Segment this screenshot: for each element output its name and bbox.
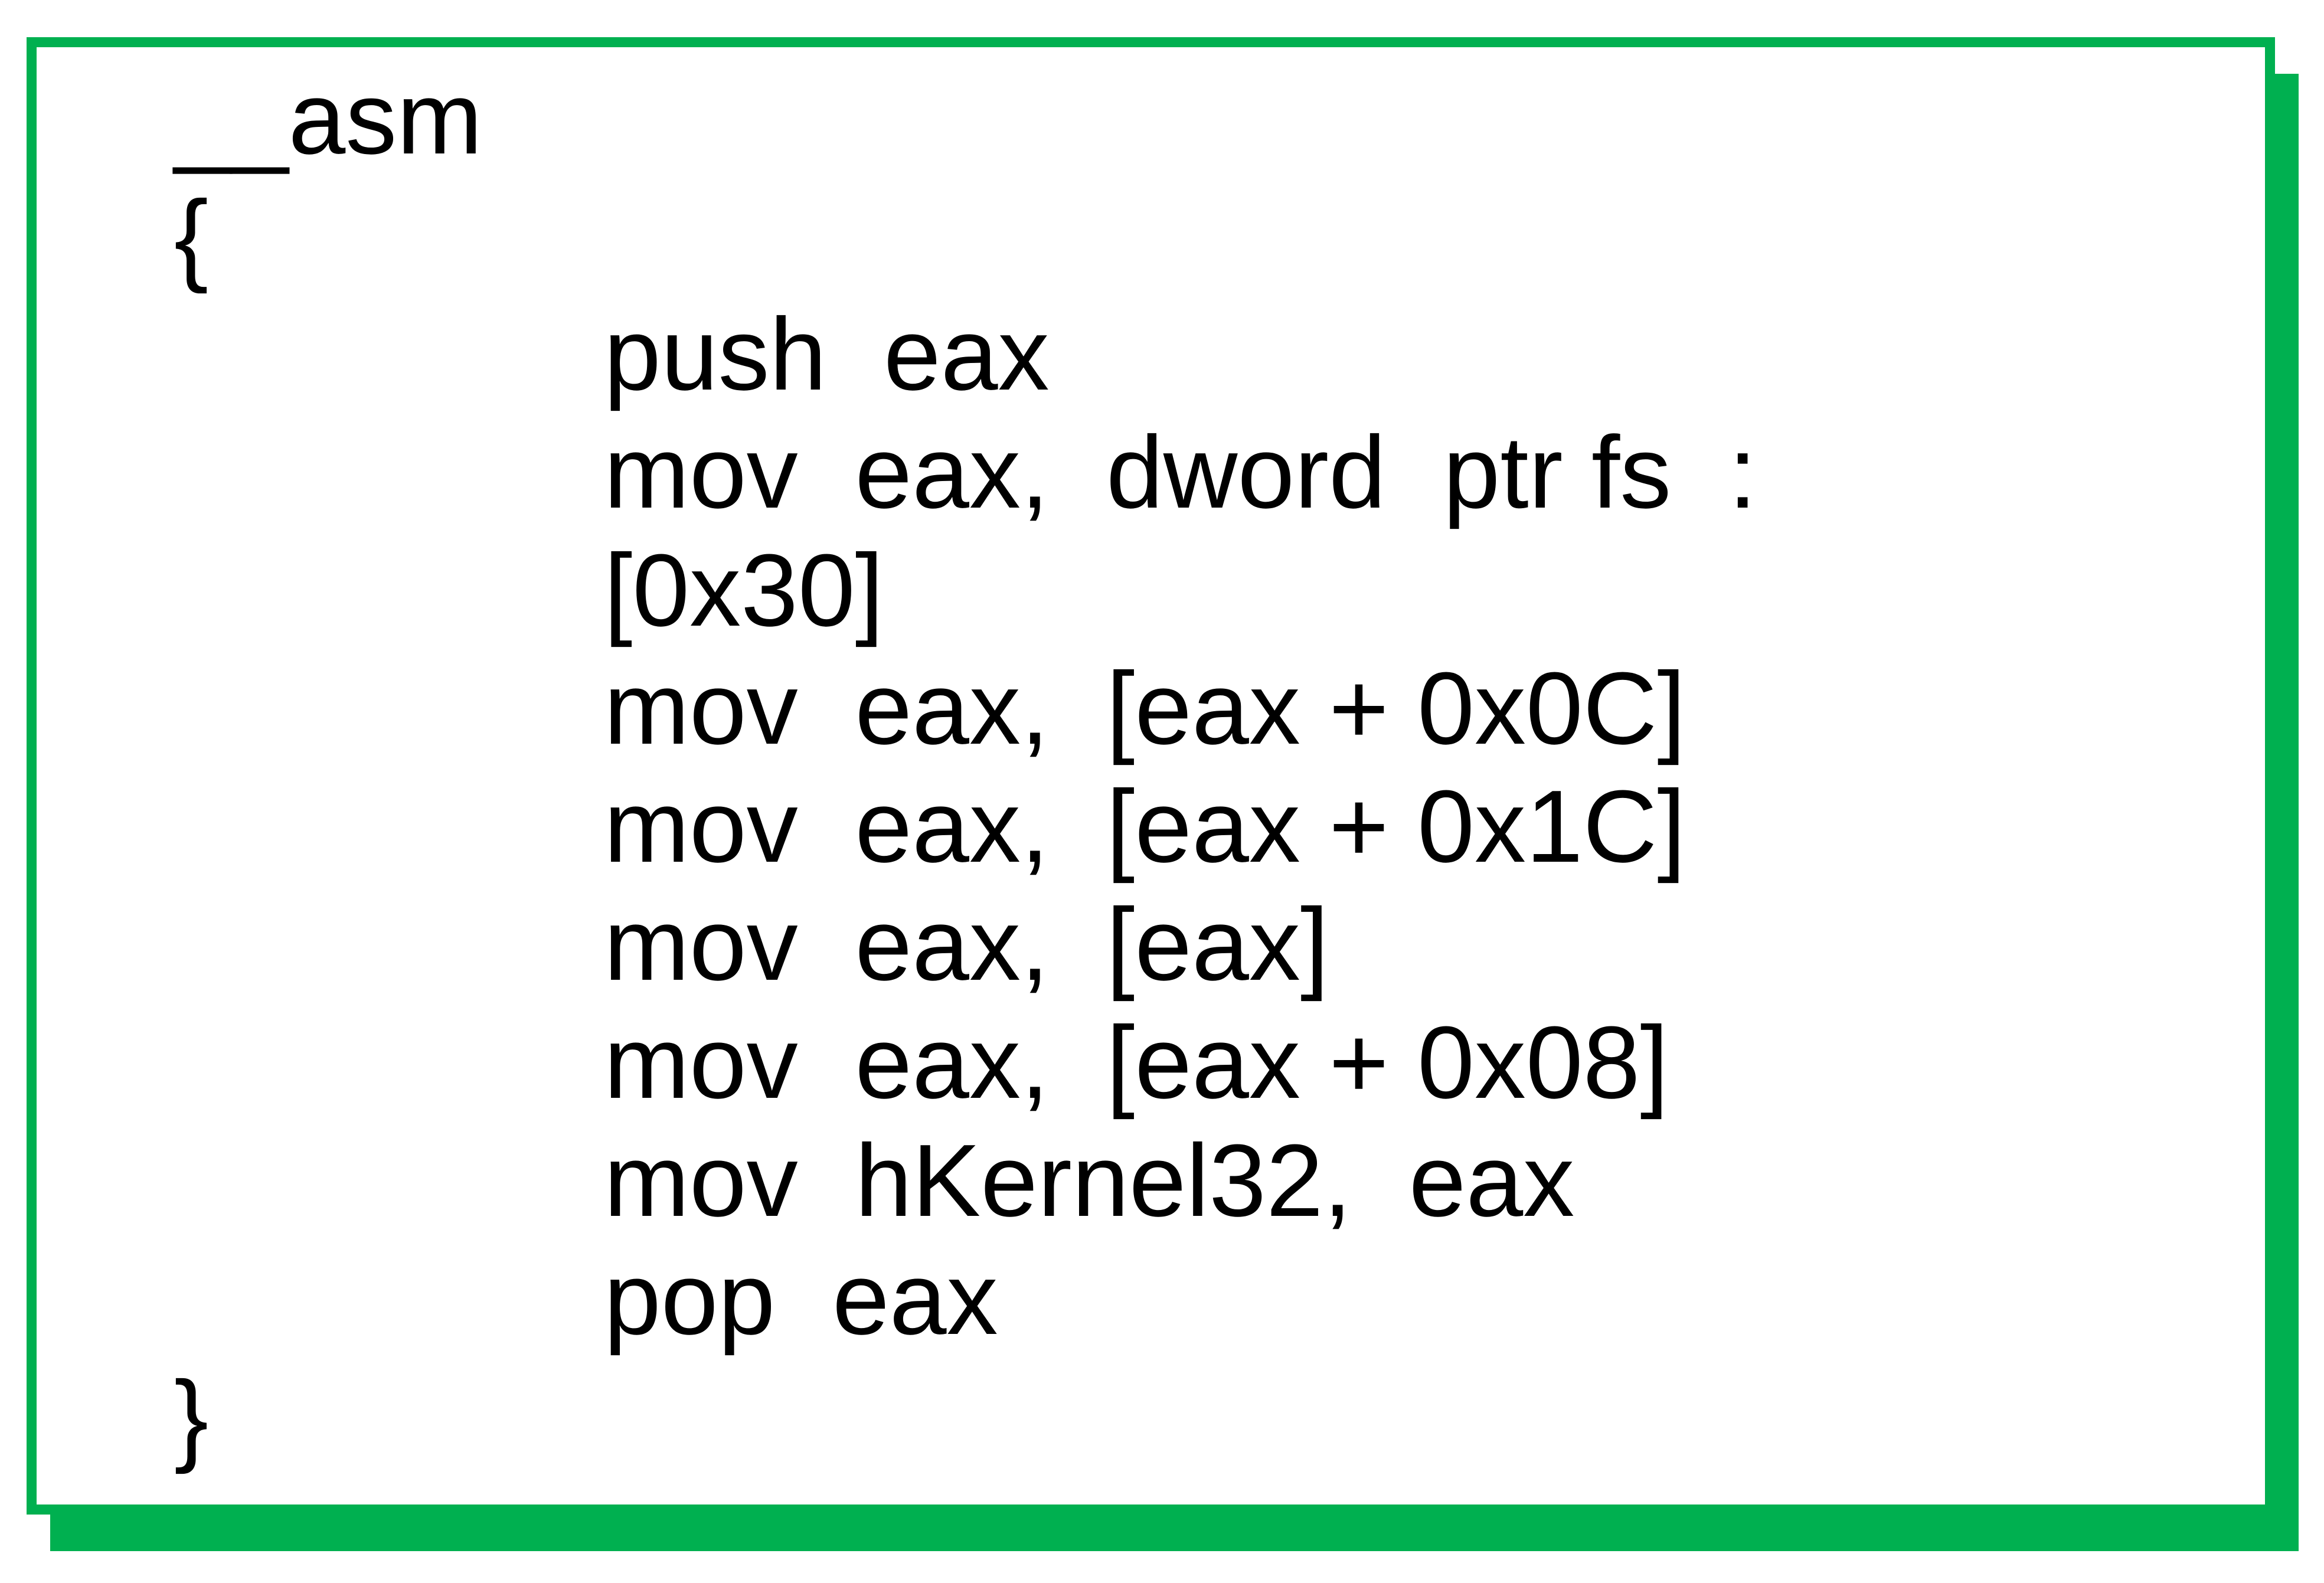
code-line-mov-fs: mov eax, dword ptr fs : [604,414,1757,529]
code-line-fs-offset: [0x30] [604,532,884,647]
code-line-mov-0c: mov eax, [eax + 0x0C] [604,650,1686,766]
code-box [27,37,2275,1515]
code-line-pop-eax: pop eax [604,1241,998,1356]
code-line-asm-keyword: __asm [174,60,483,175]
code-line-mov-hkernel32: mov hKernel32, eax [604,1123,1575,1238]
code-line-open-brace: { [174,179,209,294]
code-line-push-eax: push eax [604,296,1050,411]
code-line-mov-08: mov eax, [eax + 0x08] [604,1005,1669,1120]
code-line-mov-1c: mov eax, [eax + 0x1C] [604,768,1686,884]
code-line-mov-deref: mov eax, [eax] [604,887,1329,1002]
code-line-close-brace: } [174,1359,209,1474]
